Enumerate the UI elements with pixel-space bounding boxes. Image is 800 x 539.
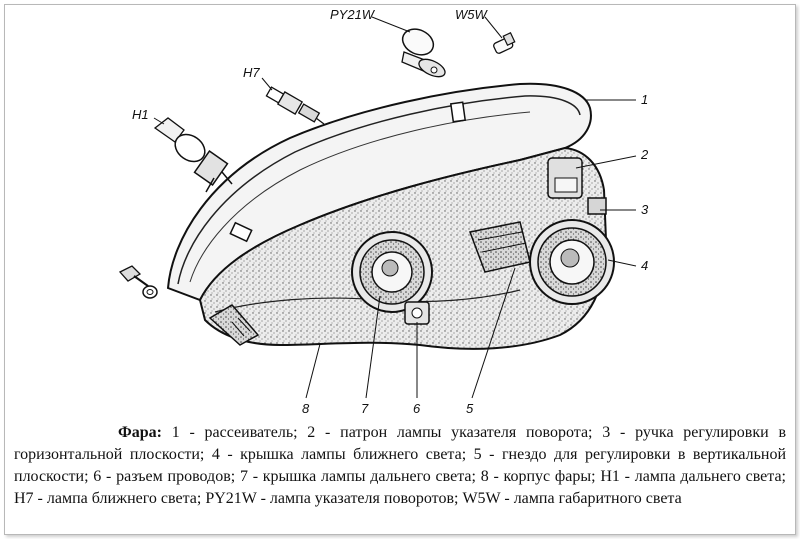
horizontal-adjust-knob bbox=[587, 197, 607, 215]
h7-bulb bbox=[265, 86, 325, 125]
label-3: 3 bbox=[641, 202, 649, 217]
caption-text: 1 - рассеиватель; 2 - патрон лампы указа… bbox=[14, 424, 786, 507]
mounting-screw bbox=[118, 265, 158, 299]
label-w5w: W5W bbox=[455, 7, 487, 22]
label-4: 4 bbox=[641, 258, 649, 273]
label-py21w: PY21W bbox=[330, 7, 375, 22]
vertical-adjust-socket bbox=[468, 221, 531, 273]
figure-caption: Фара: 1 - рассеиватель; 2 - патрон лампы… bbox=[14, 422, 786, 510]
label-5: 5 bbox=[466, 401, 474, 416]
turn-signal-socket bbox=[547, 157, 583, 199]
label-1: 1 bbox=[641, 92, 649, 107]
label-2: 2 bbox=[641, 147, 649, 162]
label-7: 7 bbox=[361, 401, 369, 416]
label-6: 6 bbox=[413, 401, 421, 416]
w5w-bulb bbox=[493, 31, 516, 54]
low-beam-cover bbox=[529, 219, 615, 305]
label-h7: H7 bbox=[243, 65, 260, 80]
h1-bulb bbox=[153, 117, 233, 193]
caption-heading: Фара: bbox=[118, 424, 162, 441]
headlight-drawing bbox=[118, 16, 637, 399]
leader-lines bbox=[153, 16, 637, 399]
high-beam-cover bbox=[351, 231, 433, 313]
label-8: 8 bbox=[302, 401, 310, 416]
label-h1: H1 bbox=[132, 107, 149, 122]
py21w-bulb bbox=[401, 28, 446, 78]
wire-connector bbox=[404, 301, 430, 325]
